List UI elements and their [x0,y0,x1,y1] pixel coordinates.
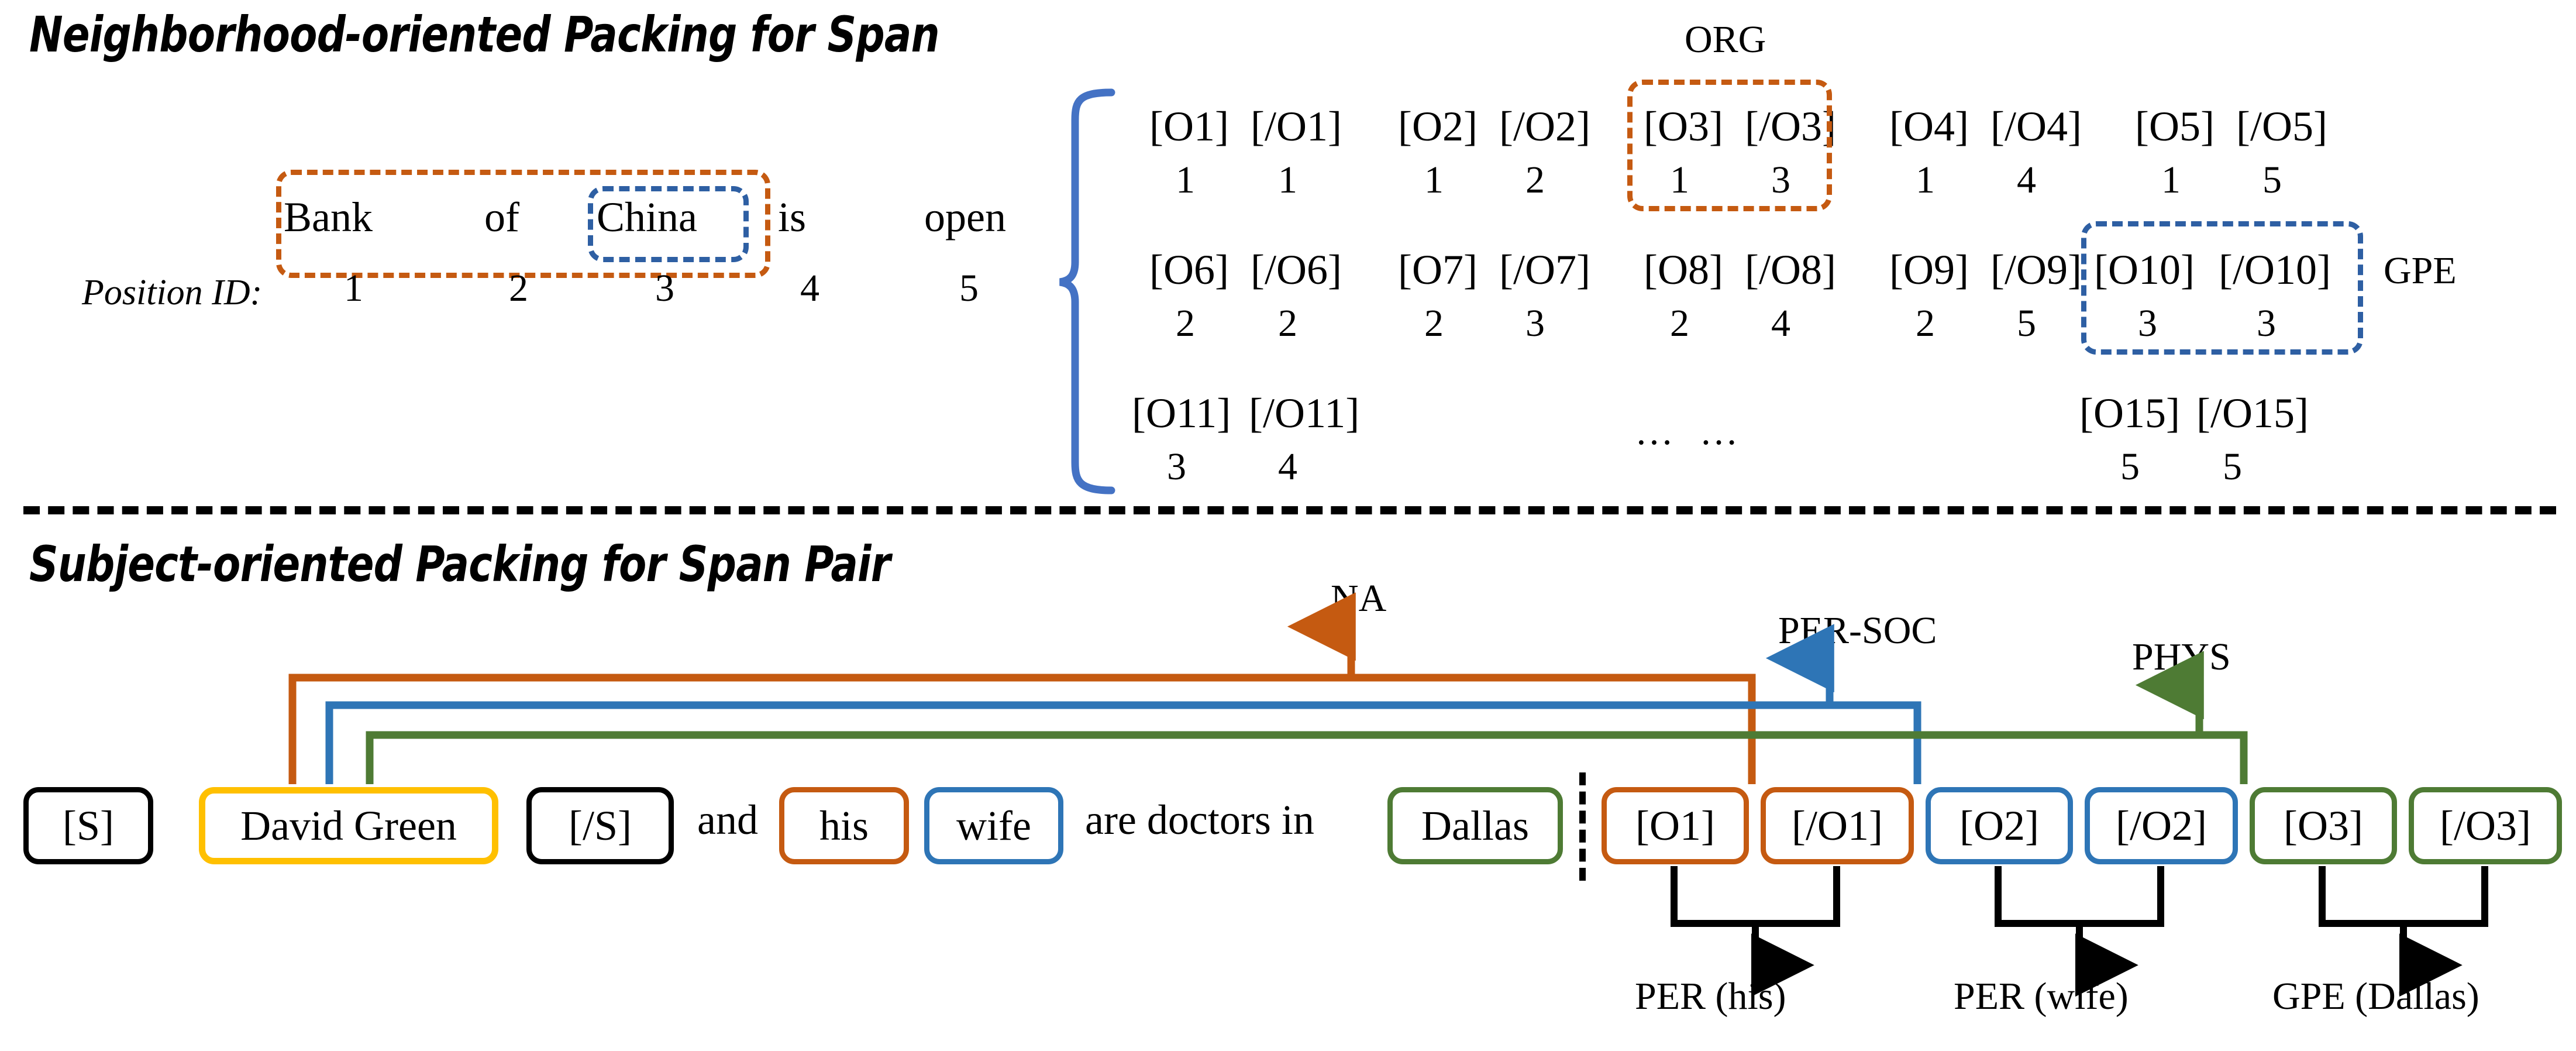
marker-end-o8: 4 [1771,302,1790,345]
marker-close-o15: [/O15] [2196,390,2309,437]
marker-end-o15: 5 [2223,445,2242,488]
section-title-subject-packing: Subject-oriented Packing for Span Pair [29,535,891,593]
type-label-gpe: GPE [2384,249,2457,292]
position-id-1: 1 [344,267,363,310]
marker-close-o6: [/O6] [1251,246,1342,293]
section-divider [23,506,2556,514]
token-box-subject-david-green[interactable]: David Green [199,787,498,864]
marker-end-o10: 3 [2257,302,2276,345]
sentence-word-of: of [484,194,519,241]
marker-close-o3: [/O3] [1745,103,1836,150]
marker-end-o7: 3 [1525,302,1545,345]
marker-start-o10: 3 [2138,302,2157,345]
marker-start-o8: 2 [1670,302,1689,345]
highlight-box-o3-org [1627,80,1832,211]
sentence-word-open: open [924,194,1006,241]
token-box-slot-o3-open[interactable]: [O3] [2250,787,2397,864]
marker-start-o4: 1 [1916,159,1935,201]
marker-end-o4: 4 [2017,159,2036,201]
marker-close-o4: [/O4] [1990,103,2082,150]
entity-label-gpe-dallas: GPE (Dallas) [2272,975,2479,1018]
token-box-slot-o2-close[interactable]: [/O2] [2085,787,2238,864]
marker-start-o3: 1 [1670,159,1689,201]
marker-start-o11: 3 [1167,445,1186,488]
position-id-4: 4 [800,267,819,310]
marker-close-o1: [/O1] [1251,103,1342,150]
token-box-slot-o1-open[interactable]: [O1] [1602,787,1749,864]
marker-close-o11: [/O11] [1249,390,1360,437]
token-box-slot-o3-close[interactable]: [/O3] [2409,787,2562,864]
relation-label-phys: PHYS [2132,636,2231,678]
marker-close-o10: [/O10] [2219,246,2331,293]
relation-connector-na [288,592,1756,784]
marker-end-o11: 4 [1278,445,1297,488]
marker-open-o2: [O2] [1398,103,1478,150]
marker-start-o9: 2 [1916,302,1935,345]
position-id-2: 2 [509,267,528,310]
entity-label-per-wife: PER (wife) [1954,975,2129,1018]
token-box-slot-o1-close[interactable]: [/O1] [1761,787,1914,864]
token-word-and: and [697,796,758,843]
packed-grid-ellipsis: … … [1635,410,1747,453]
sentence-word-bank: Bank [284,194,373,241]
sentence-word-china: China [597,194,697,241]
marker-open-o3: [O3] [1644,103,1723,150]
sentence-word-is: is [778,194,807,241]
relation-label-na: NA [1331,577,1387,620]
entity-bracket-o3 [2319,866,2488,997]
section-title-neighborhood-packing: Neighborhood-oriented Packing for Span [29,6,940,63]
marker-close-o5: [/O5] [2236,103,2327,150]
marker-open-o10: [O10] [2094,246,2195,293]
marker-open-o8: [O8] [1644,246,1723,293]
token-box-slot-o2-open[interactable]: [O2] [1926,787,2073,864]
highlight-box-o10-gpe [2081,221,2363,355]
token-box-object-his[interactable]: his [779,787,909,864]
position-id-5: 5 [959,267,979,310]
relation-connector-per-soc [325,624,1921,784]
token-word-are-doctors-in: are doctors in [1085,796,1314,843]
marker-end-o9: 5 [2017,302,2036,345]
entity-bracket-o1 [1671,866,1840,997]
marker-end-o1: 1 [1278,159,1297,201]
marker-open-o9: [O9] [1889,246,1969,293]
marker-close-o9: [/O9] [1990,246,2082,293]
marker-open-o11: [O11] [1132,390,1231,437]
marker-open-o15: [O15] [2079,390,2180,437]
span-box-org-bank-of-china [276,170,770,278]
marker-open-o7: [O7] [1398,246,1478,293]
position-id-3: 3 [655,267,674,310]
marker-start-o5: 1 [2161,159,2181,201]
entity-bracket-o2 [1995,866,2164,997]
sentence-slot-separator [1579,772,1586,881]
marker-end-o3: 3 [1771,159,1790,201]
marker-open-o4: [O4] [1889,103,1969,150]
token-box-object-wife[interactable]: wife [924,787,1063,864]
marker-close-o2: [/O2] [1499,103,1590,150]
marker-start-o1: 1 [1176,159,1195,201]
marker-end-o2: 2 [1525,159,1545,201]
marker-close-o7: [/O7] [1499,246,1590,293]
marker-open-o1: [O1] [1149,103,1229,150]
packed-grid-brace [1059,88,1115,494]
position-id-label: Position ID: [82,273,263,312]
marker-start-o6: 2 [1176,302,1195,345]
token-box-object-dallas[interactable]: Dallas [1387,787,1563,864]
marker-start-o7: 2 [1424,302,1444,345]
marker-start-o15: 5 [2120,445,2140,488]
marker-open-o5: [O5] [2135,103,2215,150]
type-label-org: ORG [1685,18,1766,61]
marker-end-o5: 5 [2262,159,2282,201]
relation-label-per-soc: PER-SOC [1778,609,1937,652]
marker-start-o2: 1 [1424,159,1444,201]
token-box-s-open[interactable]: [S] [23,787,153,864]
marker-close-o8: [/O8] [1745,246,1836,293]
span-box-gpe-china [588,186,749,262]
marker-open-o6: [O6] [1149,246,1229,293]
token-box-s-close[interactable]: [/S] [526,787,674,864]
marker-end-o6: 2 [1278,302,1297,345]
entity-label-per-his: PER (his) [1635,975,1786,1018]
relation-connector-phys [366,651,2248,784]
